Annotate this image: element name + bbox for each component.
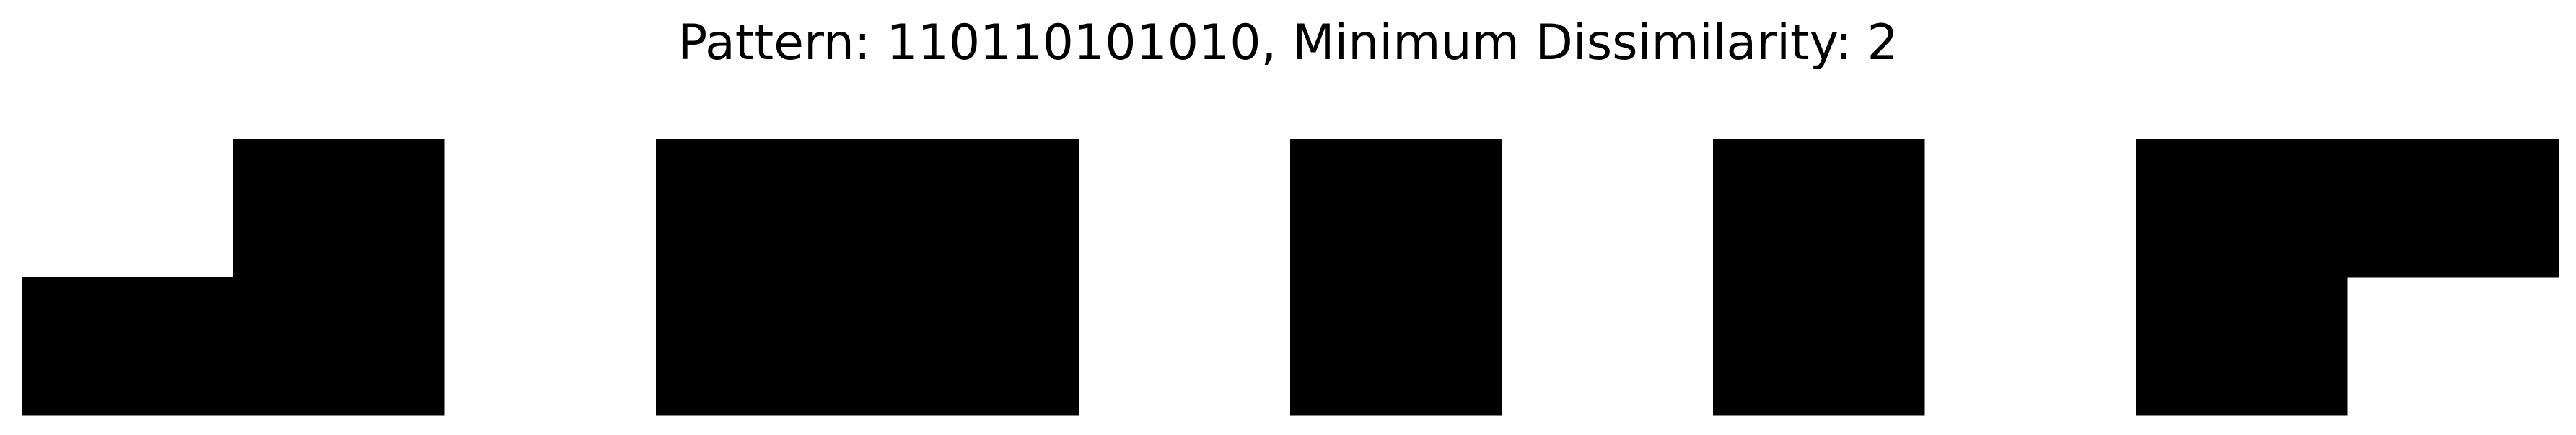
panel-5-cell-r0-c0 (2136, 139, 2348, 278)
panel-5-cell-r0-c1 (2347, 139, 2559, 278)
panel-2 (656, 139, 1079, 416)
panel-2-cell-r1-c0 (656, 277, 868, 416)
panel-4-cell-r0-c0 (1713, 139, 1925, 278)
panel-4 (1713, 139, 1925, 416)
panel-2-cell-r0-c0 (656, 139, 868, 278)
panel-2-cell-r0-c1 (867, 139, 1079, 278)
panel-4-cell-r1-c0 (1713, 277, 1925, 416)
panel-1-cell-r1-c1 (233, 277, 445, 416)
panel-1-cell-r0-c1 (233, 139, 445, 278)
panel-3 (1290, 139, 1502, 416)
panel-1 (22, 139, 445, 416)
figure-title: Pattern: 110110101010, Minimum Dissimila… (678, 14, 1898, 71)
panel-5-cell-r1-c0 (2136, 277, 2348, 416)
panel-1-cell-r1-c0 (22, 277, 234, 416)
panel-3-cell-r1-c0 (1290, 277, 1502, 416)
panel-3-cell-r0-c0 (1290, 139, 1502, 278)
panel-2-cell-r1-c1 (867, 277, 1079, 416)
panel-5 (2136, 139, 2559, 416)
